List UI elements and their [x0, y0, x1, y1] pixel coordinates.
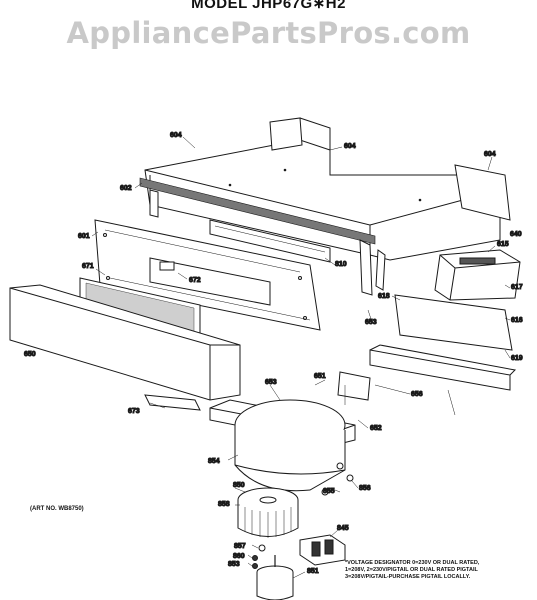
blower-housing-right — [434, 249, 521, 301]
label-618: 618 — [378, 293, 390, 300]
label-845: 845 — [337, 525, 349, 532]
label-604-b: 604 — [344, 143, 356, 150]
label-619: 619 — [511, 355, 523, 362]
right-panel — [369, 294, 517, 391]
label-854: 854 — [208, 458, 220, 465]
label-672: 672 — [189, 277, 201, 284]
label-653-b: 653 — [265, 379, 277, 386]
label-653-a: 653 — [365, 319, 377, 326]
part-labels: 604 604 604 602 601 671 672 810 615 616 … — [24, 132, 524, 576]
label-853: 853 — [228, 561, 240, 568]
label-656: 656 — [411, 391, 423, 398]
label-671: 671 — [82, 263, 94, 270]
label-615: 615 — [497, 241, 509, 248]
top-housing — [139, 117, 501, 296]
label-860: 860 — [233, 553, 245, 560]
label-810: 810 — [335, 261, 347, 268]
label-858: 858 — [218, 501, 230, 508]
capacitor-bracket — [299, 534, 346, 566]
label-601: 601 — [78, 233, 90, 240]
model-title: MODEL JHP67G∗H2 — [191, 0, 346, 12]
voltage-note-line-2: 1=208V, 2=230V/PIGTAIL OR DUAL RATED PIG… — [345, 567, 478, 573]
side-panel-top-right — [454, 164, 511, 221]
filter-bracket — [209, 219, 331, 263]
label-602: 602 — [120, 185, 132, 192]
front-panel — [9, 284, 241, 401]
label-640: 640 — [510, 231, 522, 238]
label-617: 617 — [511, 284, 523, 291]
bracket-small — [144, 394, 201, 411]
label-616: 616 — [511, 317, 523, 324]
label-652: 652 — [370, 425, 382, 432]
damper — [337, 371, 371, 401]
label-673: 673 — [128, 408, 140, 415]
switch-block — [149, 257, 271, 306]
voltage-note: *VOLTAGE DESIGNATOR 0=230V OR DUAL RATED… — [345, 560, 535, 581]
label-855: 855 — [323, 488, 335, 495]
label-851: 851 — [307, 568, 319, 575]
blower-wheel — [237, 487, 299, 538]
label-604-a: 604 — [170, 132, 182, 139]
voltage-note-line-1: *VOLTAGE DESIGNATOR 0=230V OR DUAL RATED… — [345, 560, 480, 566]
voltage-note-line-3: 3=208V/PIGTAIL-PURCHASE PIGTAIL LOCALLY. — [345, 574, 471, 580]
label-651: 651 — [314, 373, 326, 380]
motor-assembly — [252, 544, 294, 600]
watermark: AppliancePartsPros.com — [66, 16, 471, 50]
art-number: (ART NO. WB8750) — [30, 506, 84, 512]
label-856: 856 — [359, 485, 371, 492]
leader-lines — [91, 136, 511, 579]
screws — [321, 462, 354, 496]
label-850: 850 — [233, 482, 245, 489]
label-650: 650 — [24, 351, 36, 358]
label-857: 857 — [234, 543, 246, 550]
blower-scroll — [234, 399, 346, 492]
label-604-c: 604 — [484, 151, 496, 158]
